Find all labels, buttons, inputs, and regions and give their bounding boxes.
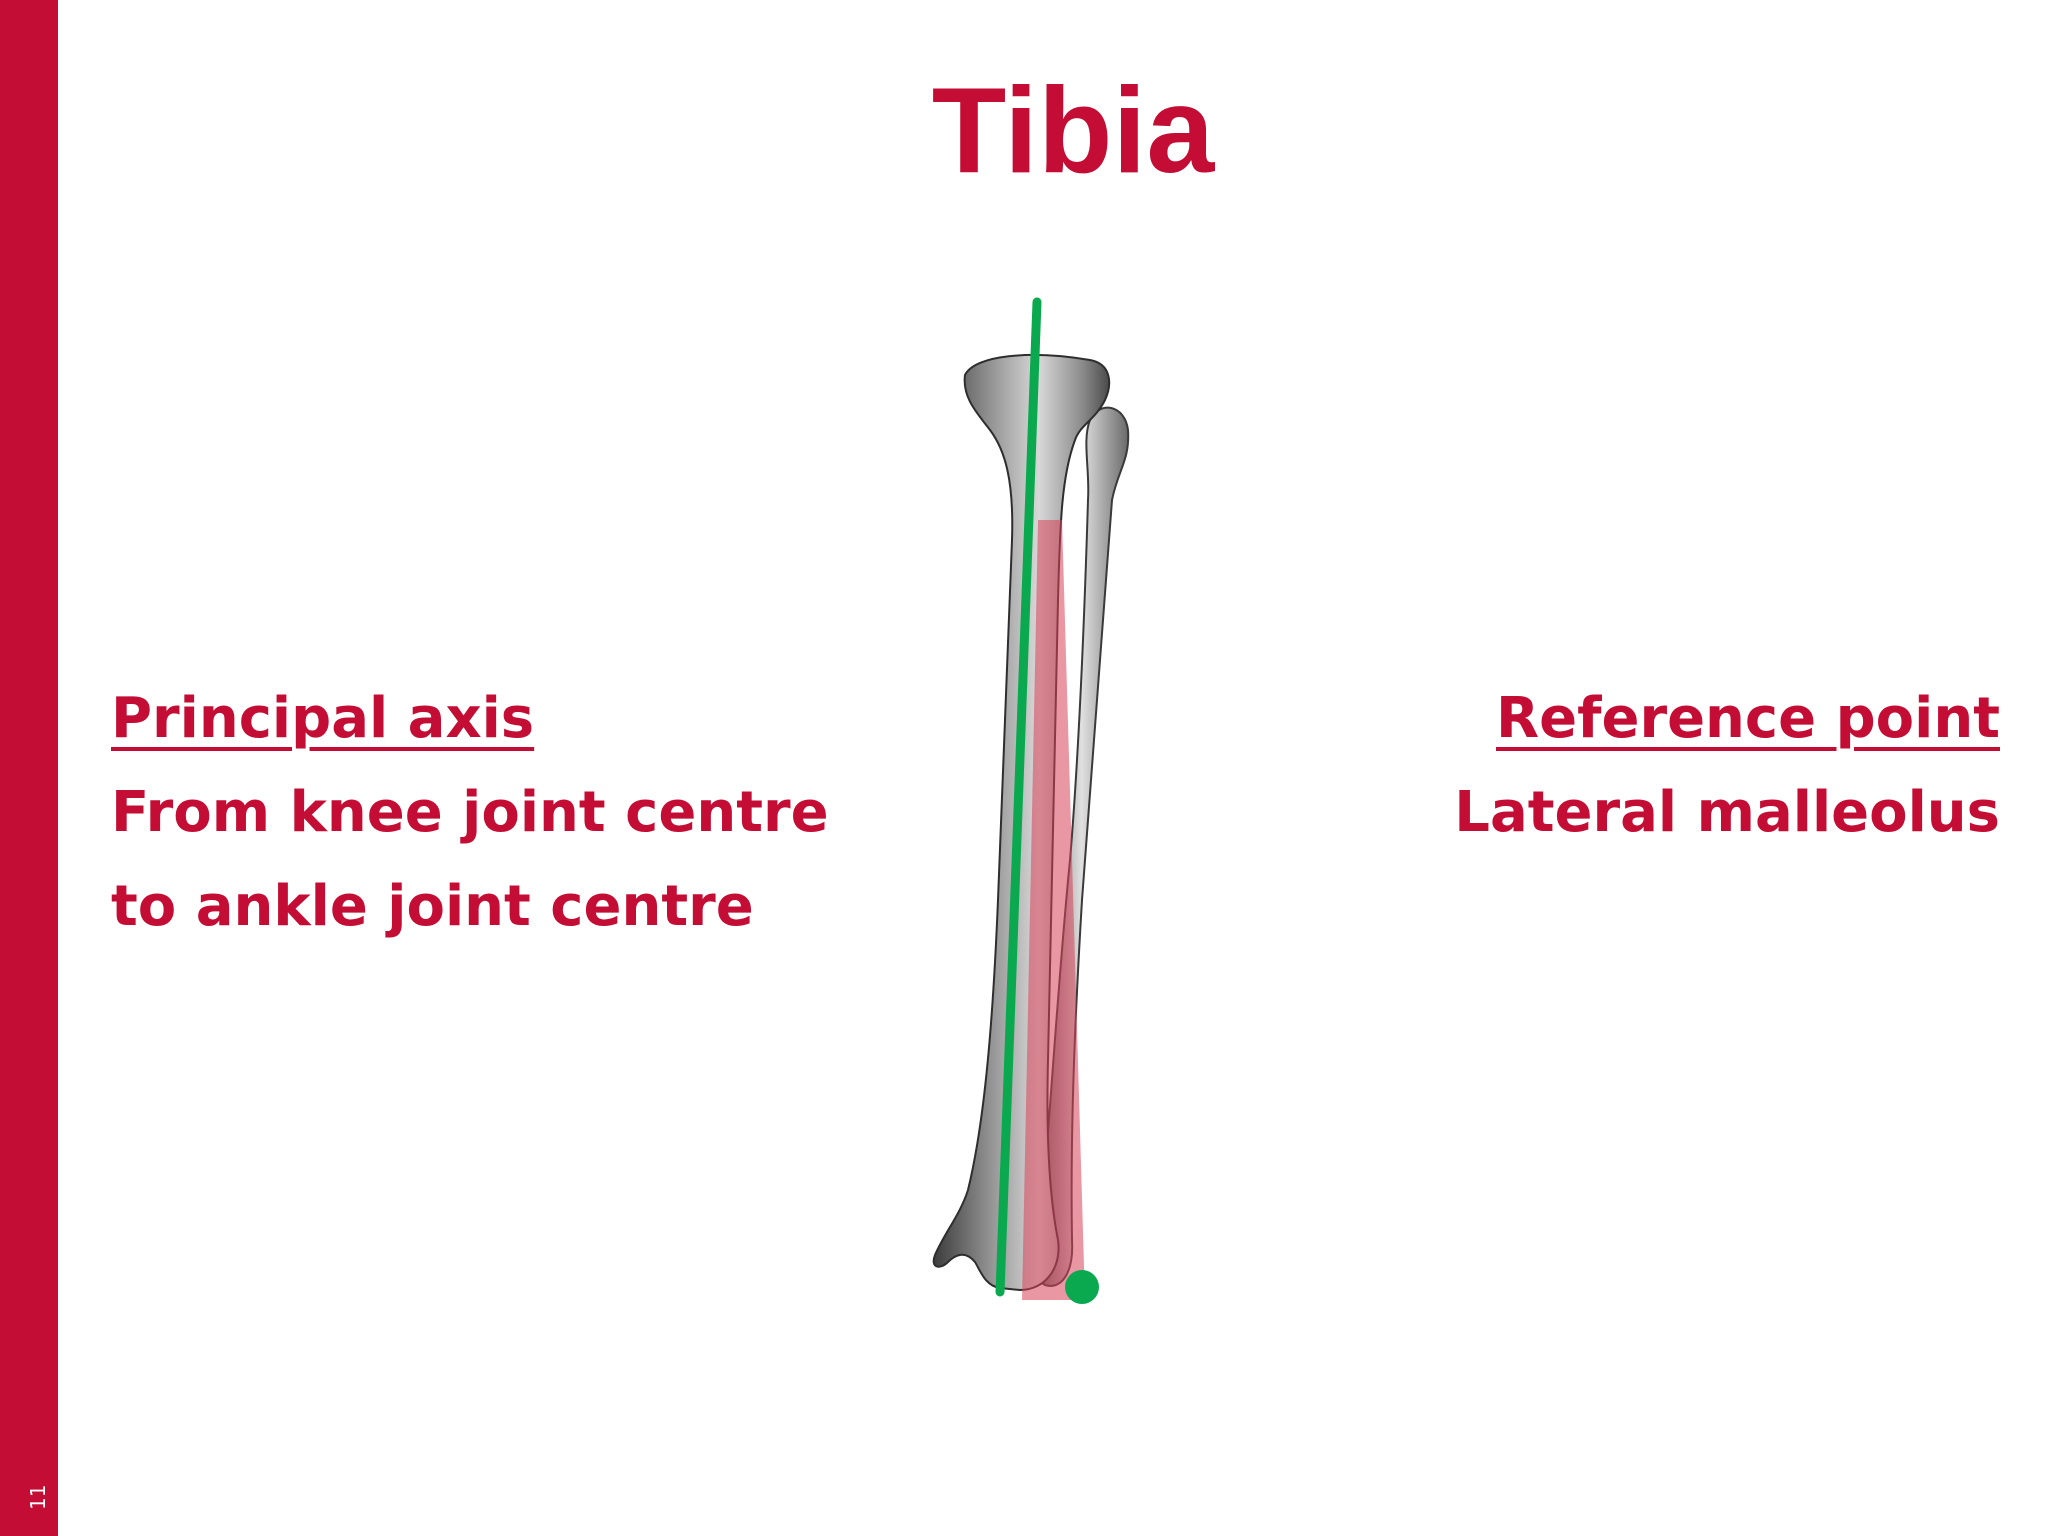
slide-title: Tibia [931,62,1215,198]
principal-axis-line [995,297,1042,1297]
reference-point-description: Lateral malleolus [1454,780,2000,845]
reference-point-dot [1065,1270,1099,1304]
principal-axis-description-line-1: From knee joint centre [111,780,829,845]
side-accent-bar [0,0,58,1536]
fibula-highlight-wedge [1022,520,1085,1300]
tibia-fibula-figure [932,297,1130,1304]
page-number: 11 [26,1484,50,1510]
reference-point-block: Reference point Lateral malleolus [1454,672,2000,860]
principal-axis-block: Principal axis From knee joint centre to… [111,672,829,954]
reference-point-heading: Reference point [1496,686,2000,751]
principal-axis-heading: Principal axis [111,686,535,751]
principal-axis-description-line-2: to ankle joint centre [111,874,754,939]
